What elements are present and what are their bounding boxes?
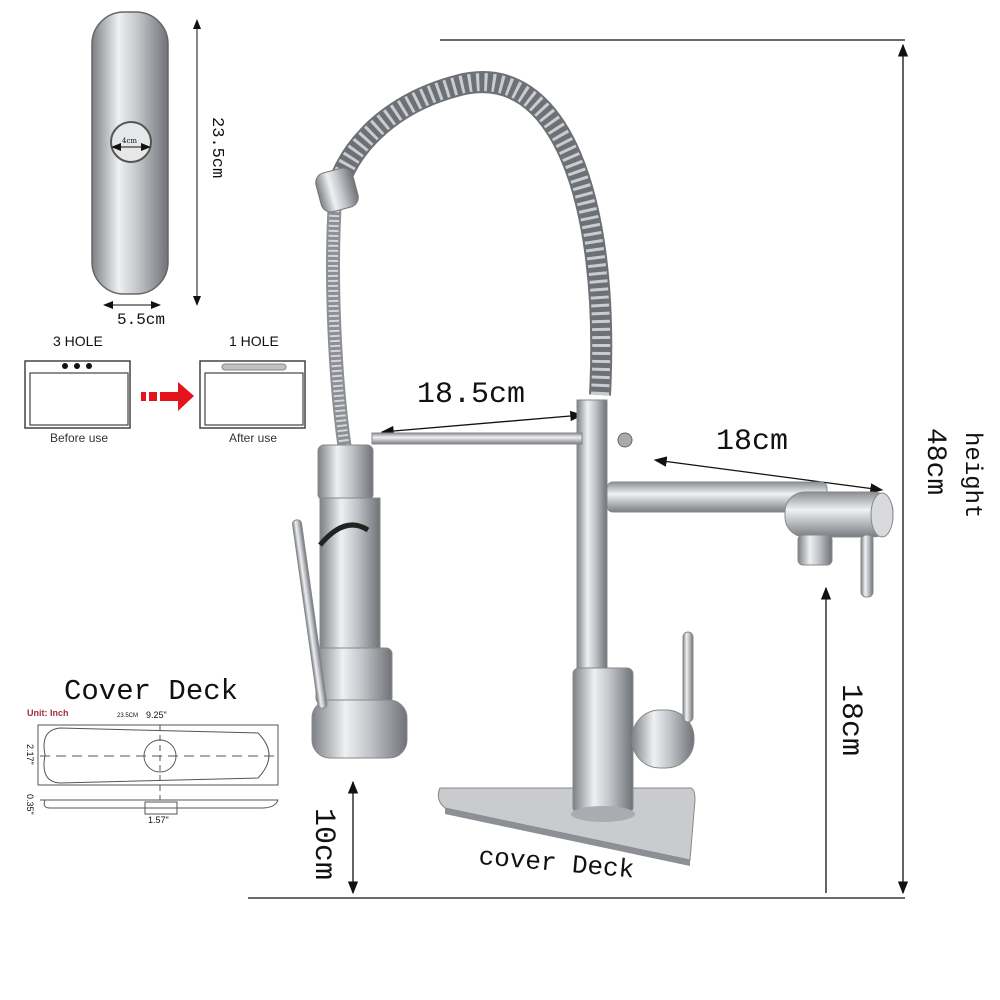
before-label: 3 HOLE <box>53 333 103 349</box>
thickness-inch-label: 0.35" <box>25 794 35 815</box>
after-label: 1 HOLE <box>229 333 279 349</box>
height-word-label: height <box>958 432 985 519</box>
sink-after-drawing <box>199 360 306 429</box>
cover-deck-drawing <box>37 724 279 815</box>
length-inch-label: 9.25" <box>146 710 167 720</box>
dimension-lines <box>248 39 909 899</box>
plate-hole-label: 4cm <box>122 137 138 145</box>
sink-before-drawing <box>24 360 131 429</box>
cover-deck-title: Cover Deck <box>64 675 239 708</box>
width-inch-label: 2.17" <box>25 744 35 765</box>
hole-inch-label: 1.57" <box>148 815 169 825</box>
spout-height-label: 18cm <box>833 684 867 757</box>
unit-label: Unit: Inch <box>27 708 69 718</box>
base-height-label: 10cm <box>306 808 340 881</box>
spout-reach-label: 18cm <box>716 425 789 459</box>
plate-width-label: 5.5cm <box>117 311 166 329</box>
after-caption: After use <box>229 431 278 445</box>
spray-reach-label: 18.5cm <box>417 378 526 412</box>
plate-height-label: 23.5cm <box>207 117 226 179</box>
red-arrow-icon <box>141 382 194 411</box>
before-caption: Before use <box>50 431 109 445</box>
total-height-label: 48cm <box>919 428 950 496</box>
length-cm-label: 23.5CM <box>117 713 139 719</box>
faucet-illustration <box>292 71 894 866</box>
escutcheon-plate <box>91 11 201 309</box>
